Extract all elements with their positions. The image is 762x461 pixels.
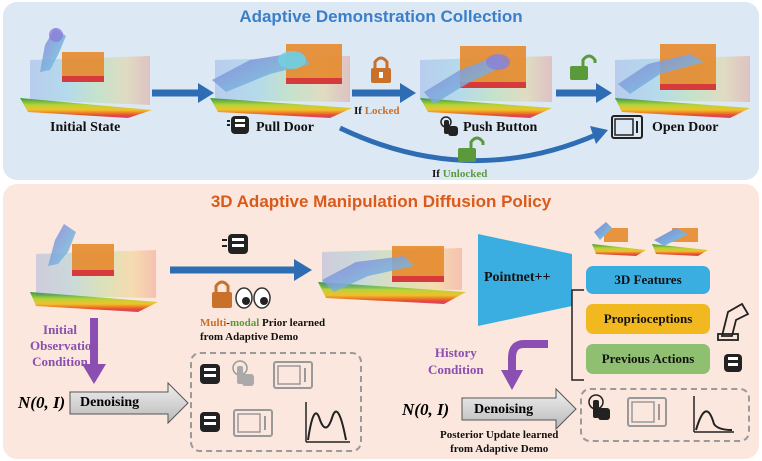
eyes-icon [235,287,271,309]
unlock-icon-top [570,54,597,80]
microwave-icon-option2 [233,409,273,437]
if-unlocked-label: If Unlocked [432,168,487,180]
scene-history-thumbnails [592,222,708,256]
features-box: 3D Features [586,266,710,294]
hand-grab-icon-top [227,116,249,134]
scene-multimodal-prediction [318,246,466,304]
hand-grab-icon-option1 [200,364,220,384]
previous-actions-box: Previous Actions [586,344,710,374]
bimodal-distribution-icon [305,402,350,443]
robot-arm-icon [717,302,750,341]
scene-push-button [420,46,552,118]
obs-line3: Condition [32,354,88,369]
history-line2: Condition [428,362,484,377]
hand-grab-icon-mid [222,234,248,254]
scene-pull-door [210,44,352,118]
noise-right: N(0, I) [402,400,450,419]
prior-line2: from Adaptive Demo [200,331,299,343]
hand-grab-icon-side [724,354,742,372]
noise-left: N(0, I) [18,393,66,412]
lock-icon-locked [371,56,391,83]
microwave-icon-option3 [627,397,667,427]
prior-text: Prior learned [259,317,326,329]
microwave-icon-option1 [273,361,313,389]
scene-open-door [615,44,750,118]
obs-line1: Initial [43,322,77,337]
scene-initial-observation [30,224,158,312]
posterior-label: Posterior Update learned from Adaptive D… [440,428,558,456]
multi-text: Multi [200,317,227,329]
unlocked-text: Unlocked [442,168,488,180]
bottom-title: 3D Adaptive Manipulation Diffusion Polic… [210,192,552,211]
microwave-icon-top [611,115,643,139]
proprioceptions-box: Proprioceptions [586,304,710,334]
posterior-line1: Posterior Update learned [440,429,559,441]
initial-observation-condition: Initial Observation Condition [30,322,99,370]
posterior-line2: from Adaptive Demo [450,443,549,455]
top-title: Adaptive Demonstration Collection [239,7,523,26]
pointnet-label: Pointnet++ [484,270,551,285]
multimodal-prior-label: Multi-modal Prior learned from Adaptive … [200,316,325,344]
if-text: If [354,105,362,117]
if-text: If [432,168,440,180]
hand-press-icon-top [440,116,458,136]
lock-icon-mid [212,280,232,308]
scene-initial-state [20,28,152,118]
hand-grab-icon-option2 [200,412,220,432]
hand-press-icon-option [588,394,610,420]
label-initial-state: Initial State [50,120,121,135]
hand-press-icon-option1 [232,360,254,386]
history-line1: History [434,345,477,360]
posterior-output-box [580,388,750,442]
history-condition: History Condition [428,344,484,378]
unlock-icon-bottom [458,136,485,162]
dash-text: - [226,317,230,329]
unimodal-distribution-icon [693,396,734,433]
top-arrows [152,83,612,164]
obs-line2: Observation [30,338,99,353]
denoising-right: Denoising [474,402,534,417]
locked-text: Locked [364,105,400,117]
denoising-left: Denoising [80,395,140,410]
modal-text: modal [229,317,260,329]
label-push-button: Push Button [463,120,538,135]
pointnet-block [478,234,572,326]
multimodal-output-box [190,352,362,452]
if-locked-label: If Locked [354,105,400,117]
label-open-door: Open Door [652,120,719,135]
label-pull-door: Pull Door [256,120,314,135]
